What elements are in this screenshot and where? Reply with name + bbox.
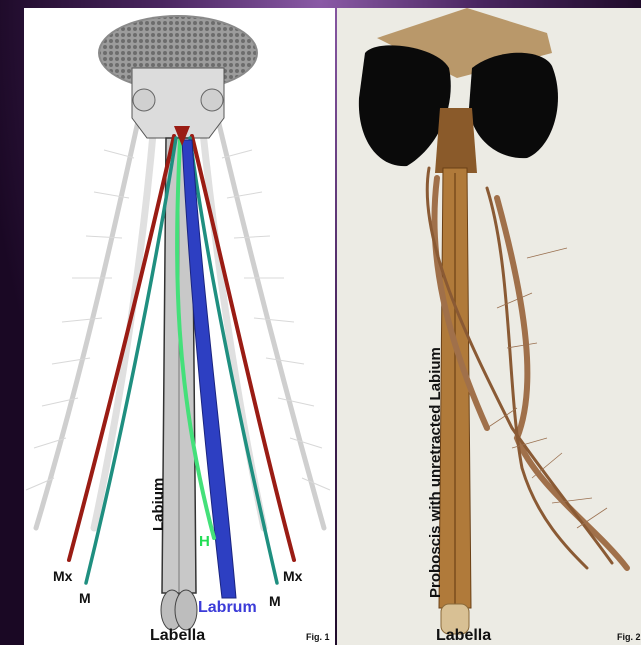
- figure-2-panel: Proboscis with unretracted Labium Labell…: [337, 8, 641, 645]
- labium-label: Labium: [150, 478, 167, 531]
- figure-1-panel: Labium H Labrum Mx Mx M M Labella Fig. 1: [24, 8, 335, 645]
- clypeus: [435, 108, 477, 173]
- figure-2-caption: Labella: [436, 627, 491, 645]
- figure-1-number: Fig. 1: [306, 632, 330, 642]
- labrum-label: Labrum: [198, 599, 257, 617]
- proboscis-vertical-label: Proboscis with unretracted Labium: [427, 347, 444, 598]
- figure-2-number: Fig. 2: [617, 632, 641, 642]
- antenna-base-right: [201, 89, 223, 111]
- mosquito-mouthparts-illustration: [24, 8, 335, 645]
- right-eye: [469, 53, 558, 158]
- maxilla-left-label: Mx: [53, 568, 72, 584]
- mosquito-proboscis-photo: [337, 8, 641, 645]
- mandible-right-label: M: [269, 593, 281, 609]
- figure-1-caption: Labella: [150, 627, 205, 645]
- maxilla-right-label: Mx: [283, 568, 302, 584]
- labella-right-lobe: [175, 590, 197, 630]
- mandible-left-label: M: [79, 590, 91, 606]
- hypopharynx-label: H: [199, 533, 210, 550]
- antenna-base-left: [133, 89, 155, 111]
